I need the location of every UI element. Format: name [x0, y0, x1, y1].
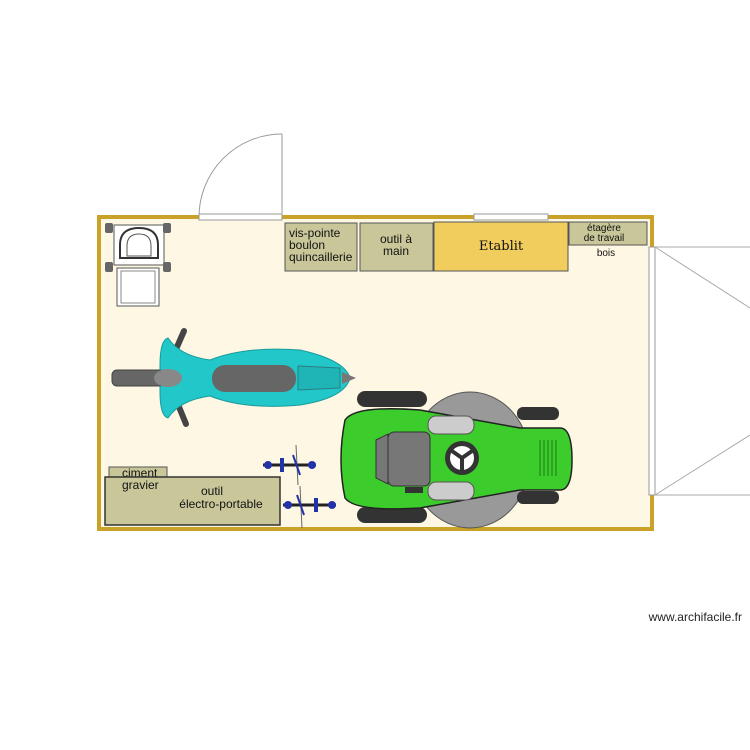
scooter-icon	[111, 328, 356, 427]
work-shelf: étagère de travail	[568, 221, 648, 246]
hand-tools-cabinet: outil à main	[359, 222, 434, 272]
shelf-label-2: de travail	[584, 233, 625, 244]
tractor-mower-icon	[340, 391, 573, 529]
power-tools-label-2: électro-portable	[179, 497, 263, 511]
screws-cabinet: vis-pointe boulon quincaillerie	[284, 222, 358, 272]
cement-label-2: gravier	[122, 478, 159, 492]
hand-tools-label-2: main	[383, 244, 409, 258]
screws-label-2: boulon	[289, 238, 325, 252]
shelf-label-1: étagère	[587, 223, 621, 234]
wood-label: bois	[597, 248, 615, 259]
workbench: Etablit	[433, 221, 569, 272]
toilet-icon	[105, 223, 171, 307]
bicycle-icon	[263, 444, 316, 486]
watermark[interactable]: www.archifacile.fr	[648, 610, 742, 624]
hand-tools-label-1: outil à	[380, 232, 412, 246]
bicycle-icon	[283, 485, 336, 529]
screws-label-1: vis-pointe	[289, 226, 341, 240]
double-door-icon	[648, 246, 750, 496]
door-swing-icon	[198, 133, 283, 221]
window-top	[473, 213, 549, 221]
workbench-label: Etablit	[479, 239, 524, 254]
power-tools-cabinet: gravier outil électro-portable	[104, 476, 281, 526]
screws-label-3: quincaillerie	[289, 250, 353, 264]
power-tools-label-1: outil	[201, 484, 223, 498]
